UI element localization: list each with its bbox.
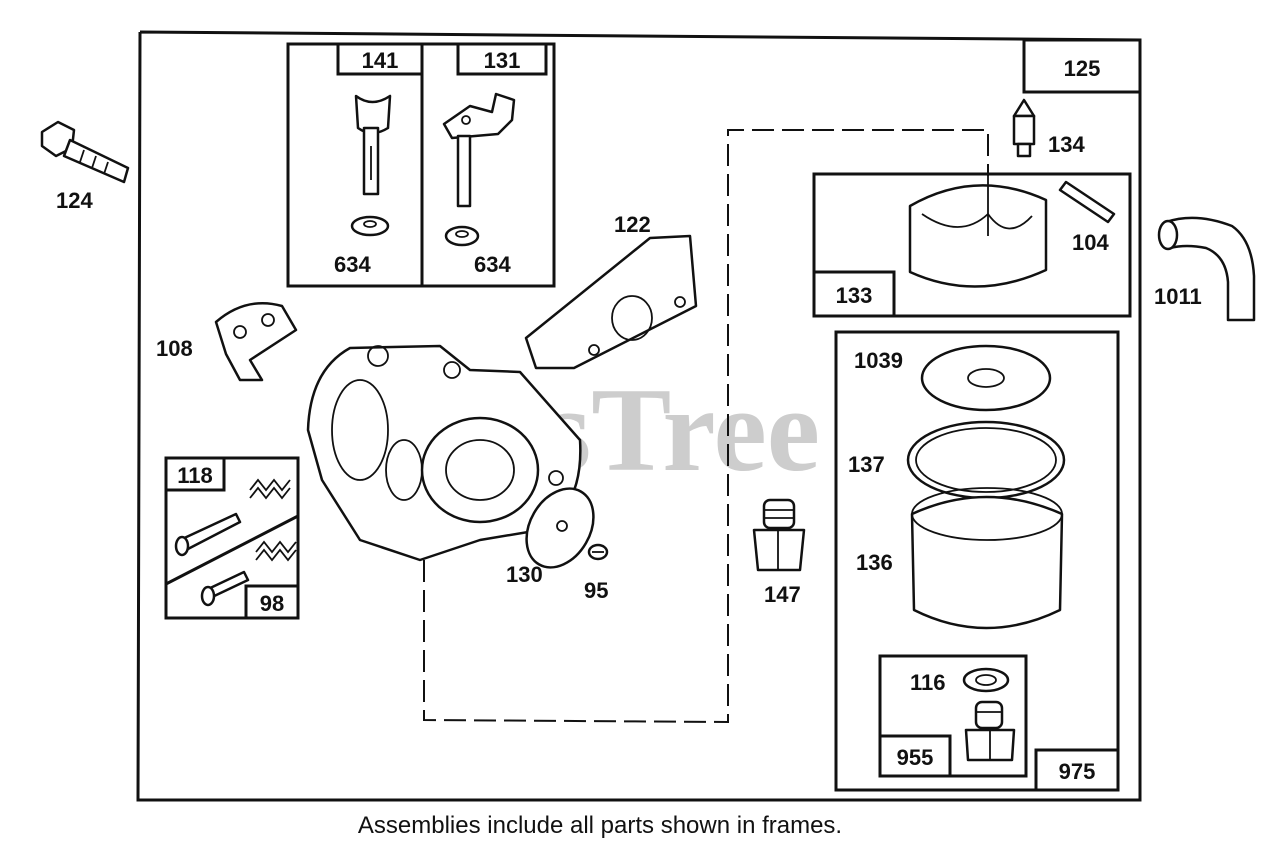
part-95-screw [587,543,609,561]
part-141-shaft [354,94,392,196]
callout-147: 147 [764,582,801,607]
part-634-washer-right [444,225,480,247]
part-104-pin [1058,180,1116,224]
part-118-screw-and-spring [174,478,291,557]
frame-975 [834,330,1120,792]
frame-118-98-divider [165,514,299,586]
frame-955 [878,654,1028,778]
part-147-fitting [752,498,806,572]
diagram-caption: Assemblies include all parts shown in fr… [357,812,843,839]
part-137-o-ring [906,420,1066,500]
callout-955: 955 [897,745,934,770]
callout-134: 134 [1048,132,1085,157]
callout-98: 98 [260,591,284,616]
frame-125-label-box [1022,38,1142,94]
part-1039-gasket [920,344,1052,412]
part-134-needle [1012,98,1036,158]
callout-124: 124 [56,188,93,213]
frame-118-98 [164,456,300,620]
frame-133 [812,172,1132,318]
part-122-gasket [524,234,698,370]
callout-125: 125 [1064,56,1101,81]
callout-118: 118 [177,463,213,488]
frame-141-label-box [336,42,424,76]
dashed-connector [423,129,989,724]
callout-137: 137 [848,452,885,477]
part-130-throttle-plate [525,487,595,569]
part-1011-hose [1157,216,1256,322]
part-634-washer-left [350,215,390,237]
callout-116: 116 [910,670,946,695]
frame-118-label-box [164,456,226,492]
callout-975: 975 [1059,759,1096,784]
part-carburetor-body [306,344,582,562]
part-98-screw-and-spring [200,540,297,607]
callout-104: 104 [1072,230,1109,255]
frame-133-label-box [812,270,896,318]
frame-98-label-box [244,584,300,620]
callout-108: 108 [156,336,193,361]
callout-131: 131 [484,48,521,73]
callout-634-left: 634 [334,252,371,277]
part-131-throttle-shaft [442,92,516,208]
callout-122: 122 [614,212,651,237]
part-133-float [908,176,1048,288]
part-116-washer [962,667,1010,693]
callout-133: 133 [836,283,873,308]
part-108-plate [214,302,298,382]
frame-955-label-box [878,734,952,778]
callout-1039: 1039 [854,348,903,373]
frame-131-label-box [456,42,548,76]
callout-634-right: 634 [474,252,511,277]
callout-95: 95 [584,578,608,603]
part-136-float-bowl [910,487,1064,630]
callout-136: 136 [856,550,893,575]
callout-141: 141 [362,48,399,73]
part-955-bowl-nut [964,700,1016,762]
frame-975-label-box [1034,748,1120,792]
part-124-bolt [40,120,130,184]
callout-130: 130 [506,562,543,587]
callout-1011: 1011 [1154,284,1202,309]
main-frame [136,30,1142,802]
